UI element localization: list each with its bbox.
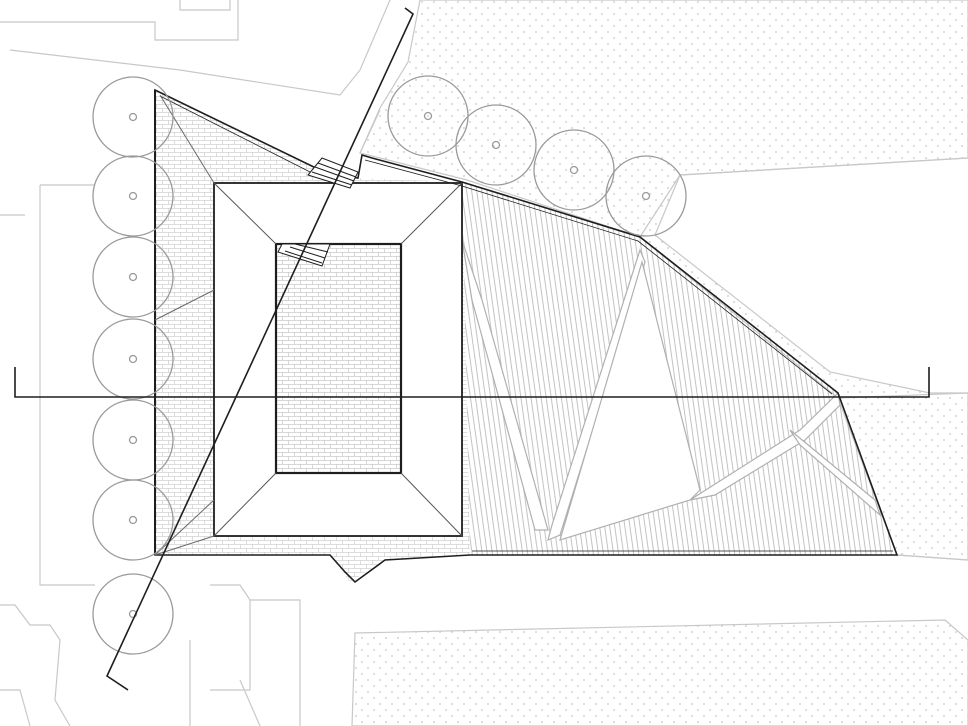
tree bbox=[92, 76, 174, 158]
striped-landscape-plane bbox=[462, 182, 897, 555]
tree bbox=[92, 318, 174, 400]
tree bbox=[605, 155, 687, 237]
section-line-horizontal bbox=[14, 367, 930, 398]
stair-courtyard bbox=[277, 243, 331, 267]
trees-west-row bbox=[92, 76, 174, 655]
tree bbox=[533, 129, 615, 211]
building-roof bbox=[213, 182, 463, 537]
tree bbox=[92, 236, 174, 318]
courtyard-inner bbox=[274, 242, 403, 475]
tree bbox=[92, 155, 174, 237]
trees-north-row bbox=[387, 75, 687, 237]
landscape-folds bbox=[461, 239, 882, 542]
stair-north bbox=[307, 157, 359, 189]
tree bbox=[92, 573, 174, 655]
roof-hip-lines bbox=[213, 182, 463, 537]
tree bbox=[455, 104, 537, 186]
section-line-diagonal bbox=[105, 7, 414, 691]
tree bbox=[92, 479, 174, 561]
stipple-area-southeast bbox=[351, 619, 968, 726]
